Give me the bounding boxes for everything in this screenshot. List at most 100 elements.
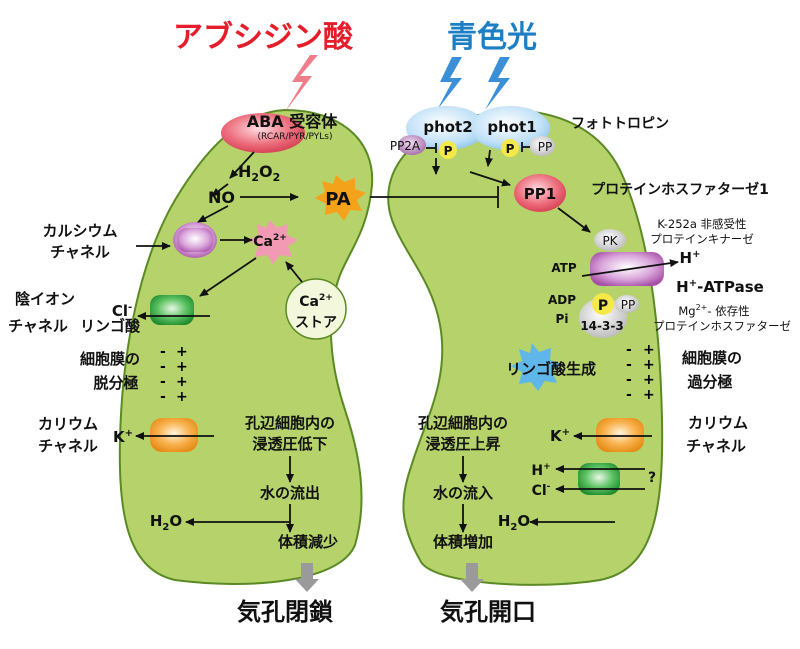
water-in-label: 水の流入 [433,484,493,502]
ca-store-label-1: Ca2+ [299,293,333,310]
pp2a-label: PP2A [390,139,421,153]
blue-lightning-icon-right [485,57,510,110]
depolarization-label-2: 脱分極 [93,374,138,392]
osmotic-up-label-2: 浸透圧上昇 [425,435,500,453]
p1433-shape [579,298,627,338]
aba-receptor-sub: (RCAR/PYR/PYLs) [258,132,333,142]
phot1-pp-shape [529,136,555,156]
svg-text:-: - [160,359,166,375]
phot1-label: phot1 [487,118,536,136]
volume-up-label: 体積増加 [433,533,493,551]
atpase-p-icon [592,293,614,315]
adp-label: ADP [548,293,576,307]
potassium-channel-left-icon [150,418,198,452]
pp1-full-label: プロテインホスファターゼ1 [591,181,769,198]
osmotic-down-label-2: 浸透圧低下 [252,435,327,453]
phot2-shape [406,106,486,150]
potassium-channel-right-label-2: チャネル [686,437,746,455]
pp2a-shape [398,135,426,155]
ca-burst-shape [248,220,298,264]
malate-synthesis-label: リンゴ酸生成 [506,360,596,378]
h2o2-label: H2O2 [238,162,280,184]
aba-receptor-shape [221,113,305,153]
potassium-channel-left-label-2: チャネル [38,437,98,455]
pi-label: Pi [556,312,569,326]
symporter-channel-icon [578,463,620,495]
depolarization-label-1: 細胞膜の [80,350,140,368]
aba-title: アブシジン酸 [173,20,354,55]
svg-text:+: + [643,342,655,358]
atpase-p-label: P [598,298,608,314]
pa-label: PA [325,189,351,210]
pk-note-label-2: プロテインキナーゼ [650,232,754,246]
atpase-pp-shape [615,295,639,313]
hyperpolarization-label-1: 細胞膜の [682,349,742,367]
anion-channel-icon [150,295,194,325]
phototropin-label: フォトトロピン [571,116,669,132]
cl-out-label: Cl- [112,302,132,320]
depolarization-signs: -+ -+ -+ -+ [160,344,188,405]
svg-text:+: + [176,374,188,390]
stomatal-opening-label: 気孔開口 [440,598,536,626]
hyperpolarization-label-2: 過分極 [686,373,732,391]
pk-shape [594,229,626,251]
calcium-channel-label-2: チャネル [50,243,110,261]
svg-text:+: + [176,344,188,360]
svg-text:-: - [626,357,632,373]
ca-label: Ca2+ [253,233,287,250]
blue-lightning-icon-left [437,57,462,110]
pk-note-label-1: K-252a 非感受性 [657,217,746,231]
potassium-channel-right-icon [596,418,644,452]
atp-label: ATP [551,261,577,275]
ca-store-shape [285,278,347,340]
aba-lightning-icon [285,55,318,112]
malate-out-label: リンゴ酸 [80,317,141,335]
anion-channel-label-1: 陰イオン [15,290,75,308]
ca-store-label-2: ストア [295,315,337,331]
anion-channel-label-2: チャネル [8,317,68,335]
h-atpase-label: H+-ATPase [676,278,764,296]
water-out-label: 水の流出 [260,484,320,502]
k-out-label: K+ [113,428,133,446]
pp1-shape [514,174,566,212]
calcium-channel-label-1: カルシウム [42,222,117,240]
k-in-label: K+ [550,427,570,445]
svg-text:-: - [626,372,632,388]
no-label: NO [208,188,235,207]
osmotic-down-label-1: 孔辺細胞内の [245,414,335,432]
phot1-shape [470,106,550,150]
svg-text:+: + [643,372,655,388]
stomatal-closure-label: 気孔閉鎖 [237,598,334,626]
h-in-label: H+ [531,462,550,479]
potassium-channel-left-label-1: カリウム [38,415,98,433]
phot1-pp-label: PP [538,140,552,154]
question-label: ? [648,470,656,486]
p1433-label: 14-3-3 [580,319,623,333]
h2o-in-label: H2O [498,512,530,533]
pk-label: PK [602,234,618,248]
phot1-p-label: P [506,142,515,156]
osmotic-up-label-1: 孔辺細胞内の [418,414,508,432]
calcium-channel-icon [173,222,217,258]
malate-burst-shape [511,343,562,391]
svg-text:-: - [160,389,166,405]
result-arrows [295,563,484,592]
pathway-arrows [135,142,679,533]
pp1-label: PP1 [524,185,556,203]
svg-text:-: - [160,344,166,360]
hyperpolarization-signs: -+ -+ -+ -+ [626,342,655,403]
h-out-label: H+ [680,249,701,267]
svg-text:-: - [626,342,632,358]
svg-text:+: + [643,357,655,373]
svg-text:-: - [160,374,166,390]
mg-note-label-1: Mg2+- 依存性 [678,303,749,318]
h2o-out-label: H2O [150,512,182,533]
mg-note-label-2: プロテインホスファターゼ [653,319,791,333]
pa-burst-shape [315,175,366,221]
atpase-pp-label: PP [621,298,635,312]
phot2-label: phot2 [423,118,472,136]
blue-light-title: 青色光 [447,20,537,55]
aba-receptor-label: ABA 受容体 [247,112,339,131]
phot2-p-icon [439,141,457,159]
